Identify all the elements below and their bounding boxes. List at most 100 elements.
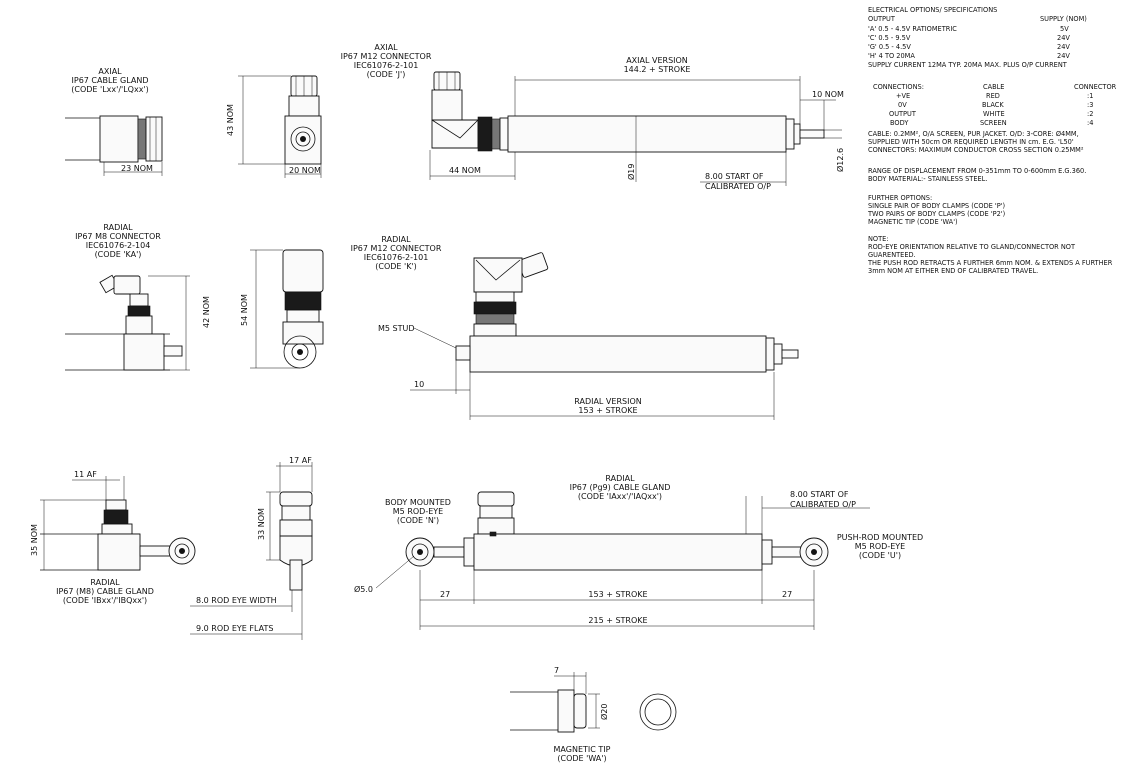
label-line: RADIAL <box>103 223 133 232</box>
label-line: (CODE 'IAxx'/'IAQxx') <box>578 492 662 501</box>
spec-connection-cable: BLACK <box>982 101 1004 109</box>
dim-23-nom: 23 NOM <box>121 164 153 173</box>
magnetic-tip-label: MAGNETIC TIP (CODE 'WA') <box>554 745 611 763</box>
spec-further-option: TWO PAIRS OF BODY CLAMPS (CODE 'P2') <box>867 210 1005 218</box>
spec-note: NOTE: <box>868 235 889 243</box>
spec-cable-note: CONNECTORS: MAXIMUM CONDUCTOR CROSS SECT… <box>868 146 1084 154</box>
radial-m8-drawing: 42 NOM <box>65 274 211 371</box>
spec-output-supply: 24V <box>1057 34 1070 42</box>
label-line: IP67 (M8) CABLE GLAND <box>56 587 154 596</box>
spec-note: ROD-EYE ORIENTATION RELATIVE TO GLAND/CO… <box>868 243 1076 251</box>
radial-m8-gland-label: RADIAL IP67 (M8) CABLE GLAND (CODE 'IBxx… <box>56 578 154 605</box>
spec-connection-name: BODY <box>890 119 909 127</box>
label-line: BODY MOUNTED <box>385 498 451 507</box>
spec-connection-name: +VE <box>896 92 910 100</box>
spec-output-name: 'C' 0.5 - 9.5V <box>868 34 911 42</box>
radial-version-drawing: M5 STUD 10 RADIAL VERSION 153 + STROKE <box>378 252 799 420</box>
radial-end-view: 54 NOM <box>240 249 324 369</box>
label-line: PUSH-ROD MOUNTED <box>837 533 923 542</box>
radial-m8-label: RADIAL IP67 M8 CONNECTOR IEC61076-2-104 … <box>75 223 161 259</box>
label-line: (CODE 'U') <box>859 551 901 560</box>
magnetic-tip-drawing: 7 Ø20 <box>510 666 677 733</box>
dim-44-nom: 44 NOM <box>449 166 481 175</box>
dim-17-af: 17 AF <box>289 456 312 465</box>
dim-20-nom: 20 NOM <box>289 166 321 175</box>
label-line: (CODE 'K') <box>375 262 417 271</box>
spec-connections-header: CONNECTIONS: <box>873 83 924 91</box>
dim-dia-5: Ø5.0 <box>354 584 373 594</box>
spec-note: 3mm NOM AT EITHER END OF CALIBRATED TRAV… <box>868 267 1038 275</box>
label-line: (CODE 'WA') <box>557 754 606 763</box>
label-line: MAGNETIC TIP <box>554 745 611 754</box>
dim-rod-eye-flats: 9.0 ROD EYE FLATS <box>196 624 273 633</box>
spec-output-name: 'G' 0.5 - 4.5V <box>868 43 911 51</box>
label-line: (CODE 'N') <box>397 516 439 525</box>
label-line: RADIAL <box>381 235 411 244</box>
label-line: (CODE 'IBxx'/'IBQxx') <box>63 596 147 605</box>
axial-version-drawing: AXIAL VERSION 144.2 + STROKE 10 NOM 44 N… <box>429 56 845 191</box>
spec-connection-cable: SCREEN <box>980 119 1007 127</box>
axial-cable-gland-label: AXIAL IP67 CABLE GLAND (CODE 'Lxx'/'LQxx… <box>71 67 149 94</box>
label-line: M5 ROD-EYE <box>393 507 443 516</box>
spec-supply-current: SUPPLY CURRENT 12MA TYP. 20MA MAX. PLUS … <box>868 61 1068 69</box>
spec-output-supply: 24V <box>1057 52 1070 60</box>
spec-note: GUARENTEED. <box>868 251 916 259</box>
spec-range-note: BODY MATERIAL:- STAINLESS STEEL. <box>868 175 987 183</box>
spec-cable-note: CABLE: 0.2MM², O/A SCREEN, PUR JACKET. O… <box>868 130 1079 138</box>
label-line: IP67 CABLE GLAND <box>72 76 149 85</box>
dim-7: 7 <box>554 666 559 675</box>
dim-153-stroke: 153 + STROKE <box>588 590 647 599</box>
spec-cable-note: SUPPLIED WITH 50cm OR REQUIRED LENGTH IN… <box>868 138 1074 146</box>
m5-stud-label: M5 STUD <box>378 324 415 333</box>
body-rod-eye-label: BODY MOUNTED M5 ROD-EYE (CODE 'N') <box>385 498 451 525</box>
dim-dia-12-6: Ø12.6 <box>835 148 845 172</box>
dim-43-nom: 43 NOM <box>226 104 235 136</box>
label-line: (CODE 'KA') <box>95 250 142 259</box>
radial-m12-label: RADIAL IP67 M12 CONNECTOR IEC61076-2-101… <box>351 235 442 271</box>
dim-11-af: 11 AF <box>74 470 97 479</box>
spec-connection-cable: WHITE <box>983 110 1005 118</box>
label-line: IEC61076-2-101 <box>354 61 419 70</box>
start-of-calibrated2-line1: 8.00 START OF <box>790 490 849 499</box>
dim-215-stroke: 215 + STROKE <box>588 616 647 625</box>
spec-connection-name: OUTPUT <box>889 110 917 118</box>
label-line: IP67 M12 CONNECTOR <box>351 244 442 253</box>
specifications-block: ELECTRICAL OPTIONS/ SPECIFICATIONS OUTPU… <box>867 6 1117 275</box>
label-line: (CODE 'Lxx'/'LQxx') <box>71 85 149 94</box>
radial-version-length: 153 + STROKE <box>578 406 637 415</box>
label-line: AXIAL <box>98 67 122 76</box>
label-line: IP67 (Pg9) CABLE GLAND <box>570 483 671 492</box>
label-line: RADIAL <box>605 474 635 483</box>
dim-35-nom: 35 NOM <box>30 524 39 556</box>
spec-further-option: SINGLE PAIR OF BODY CLAMPS (CODE 'P') <box>868 202 1005 210</box>
label-line: IEC61076-2-104 <box>86 241 151 250</box>
rod-eye-end-view: 17 AF 33 NOM 8.0 ROD EYE WIDTH 9.0 ROD E… <box>190 456 313 640</box>
axial-cable-gland-drawing: 23 NOM <box>65 115 163 176</box>
axial-m12-label: AXIAL IP67 M12 CONNECTOR IEC61076-2-101 … <box>341 43 432 79</box>
radial-m8-gland-drawing: 11 AF 35 NOM <box>30 470 196 571</box>
dim-10-nom: 10 NOM <box>812 90 844 99</box>
spec-further-option: MAGNETIC TIP (CODE 'WA') <box>868 218 958 226</box>
spec-further-option: FURTHER OPTIONS: <box>868 194 932 202</box>
spec-output-name: 'A' 0.5 - 4.5V RATIOMETRIC <box>868 25 957 33</box>
dim-rod-eye-width: 8.0 ROD EYE WIDTH <box>196 596 277 605</box>
spec-electrical-title: ELECTRICAL OPTIONS/ SPECIFICATIONS <box>868 6 997 14</box>
dim-54-nom: 54 NOM <box>240 294 249 326</box>
spec-connection-pin: :1 <box>1087 92 1093 100</box>
spec-note: THE PUSH ROD RETRACTS A FURTHER 6mm NOM.… <box>867 259 1113 267</box>
label-line: IP67 M12 CONNECTOR <box>341 52 432 61</box>
radial-pg9-label: RADIAL IP67 (Pg9) CABLE GLAND (CODE 'IAx… <box>570 474 671 501</box>
spec-output-supply: 24V <box>1057 43 1070 51</box>
start-of-calibrated2-line2: CALIBRATED O/P <box>790 500 856 509</box>
dim-10: 10 <box>414 380 424 389</box>
dim-27-right: 27 <box>782 590 792 599</box>
spec-connection-cable: RED <box>986 92 1000 100</box>
dim-dia-20: Ø20 <box>599 704 609 720</box>
push-rod-eye-label: PUSH-ROD MOUNTED M5 ROD-EYE (CODE 'U') <box>837 533 923 560</box>
spec-connection-pin: :4 <box>1087 119 1093 127</box>
spec-output-name: 'H' 4 TO 20MA <box>868 52 915 60</box>
spec-supply-header: SUPPLY (NOM) <box>1040 15 1087 23</box>
dim-33-nom: 33 NOM <box>257 508 266 540</box>
label-line: IP67 M8 CONNECTOR <box>75 232 161 241</box>
